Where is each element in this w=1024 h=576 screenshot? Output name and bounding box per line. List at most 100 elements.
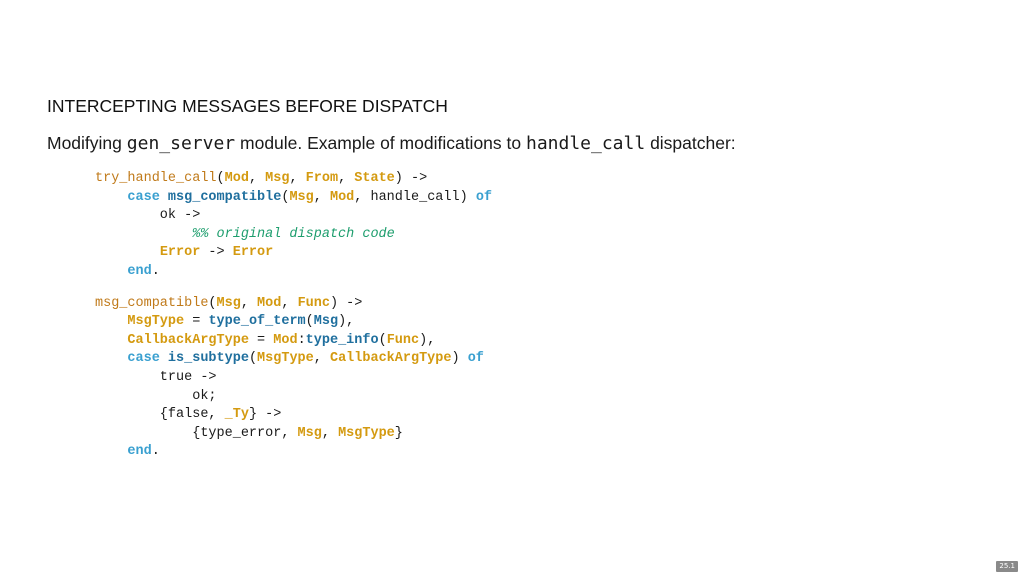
subtitle-code-handle-call: handle_call	[525, 133, 646, 154]
code-line: ok;	[95, 388, 492, 407]
code-token: ,	[313, 189, 330, 205]
code-token: (	[248, 351, 258, 367]
code-token: State	[354, 171, 395, 186]
code-token: type_info	[305, 332, 379, 348]
code-token: (	[216, 171, 225, 186]
code-token: ,	[313, 351, 330, 367]
code-token: Mod	[273, 332, 298, 348]
code-token: ,	[240, 295, 258, 311]
code-token: :	[297, 332, 306, 348]
code-token: (	[208, 295, 217, 311]
slide-subtitle: Modifying gen_server module. Example of …	[47, 133, 736, 154]
code-token: ,	[338, 171, 355, 186]
code-token: ok;	[95, 388, 217, 404]
code-token: Msg	[216, 295, 241, 311]
subtitle-text-2: module. Example of modifications to	[235, 133, 526, 153]
code-token: of	[467, 351, 484, 367]
code-token: msg_compatible	[95, 295, 209, 311]
code-token: _Ty	[224, 407, 249, 423]
code-token: ,	[281, 295, 298, 311]
code-token: ),	[338, 314, 355, 330]
code-token: } ->	[248, 407, 282, 423]
code-token: (	[378, 332, 387, 348]
code-token: ,	[248, 171, 266, 186]
code-token	[95, 227, 192, 242]
code-line: end.	[95, 263, 492, 282]
code-token	[160, 190, 168, 205]
code-line: end.	[95, 443, 492, 462]
code-token: (	[305, 314, 314, 330]
code-token: case	[127, 351, 160, 367]
code-token: ) ->	[329, 295, 363, 311]
code-token: )	[451, 351, 468, 367]
code-token: CallbackArgType	[329, 351, 452, 367]
code-token	[160, 351, 168, 366]
code-token: Mod	[224, 171, 249, 186]
code-token: MsgType	[338, 425, 395, 441]
code-token: Func	[386, 332, 420, 348]
code-line: case is_subtype(MsgType, CallbackArgType…	[95, 350, 492, 369]
code-token: CallbackArgType	[127, 332, 249, 348]
code-line: ok ->	[95, 207, 492, 226]
code-token: end	[127, 263, 152, 279]
code-line: %% original dispatch code	[95, 226, 492, 245]
subtitle-text-3: dispatcher:	[645, 133, 736, 153]
code-token: Mod	[329, 189, 355, 205]
code-token: ,	[321, 425, 339, 441]
code-token: Msg	[297, 425, 322, 441]
code-token	[95, 333, 127, 348]
code-token	[95, 444, 127, 459]
code-token	[95, 245, 160, 260]
code-token: Error	[159, 245, 201, 261]
code-token: {type_error,	[95, 425, 298, 441]
code-token: try_handle_call	[95, 171, 217, 186]
code-token	[95, 264, 127, 279]
slide-title: INTERCEPTING MESSAGES BEFORE DISPATCH	[47, 96, 448, 116]
code-token: =	[248, 332, 274, 348]
code-line: true ->	[95, 369, 492, 388]
code-line: Error -> Error	[95, 244, 492, 263]
code-token	[95, 314, 127, 329]
code-token: MsgType	[257, 351, 314, 367]
code-token: , handle_call)	[354, 189, 476, 205]
code-token: .	[151, 444, 160, 460]
code-token: MsgType	[127, 314, 185, 330]
code-token: type_of_term	[208, 314, 306, 330]
code-line: try_handle_call(Mod, Msg, From, State) -…	[95, 170, 492, 189]
code-token	[95, 351, 127, 366]
code-gap	[95, 282, 492, 295]
code-token: case	[127, 189, 160, 205]
code-token: ok ->	[95, 208, 201, 224]
code-token: of	[475, 189, 493, 205]
code-token: %% original dispatch code	[192, 226, 395, 242]
code-token: Msg	[289, 189, 314, 205]
code-token	[95, 190, 127, 205]
slide-number[interactable]: 25.1	[996, 561, 1018, 572]
code-line: {false, _Ty} ->	[95, 406, 492, 425]
code-token: ),	[419, 332, 436, 348]
code-line: CallbackArgType = Mod:type_info(Func),	[95, 332, 492, 351]
code-token: .	[151, 263, 160, 279]
code-token: Msg	[313, 314, 339, 330]
code-token: true ->	[95, 369, 217, 385]
code-line: MsgType = type_of_term(Msg),	[95, 313, 492, 332]
code-token: ) ->	[394, 171, 428, 186]
code-token: (	[281, 189, 290, 205]
code-token: is_subtype	[167, 351, 249, 367]
code-token: From	[305, 171, 339, 186]
subtitle-code-gen-server: gen_server	[126, 133, 236, 154]
code-token: Msg	[265, 171, 290, 186]
code-token: =	[184, 314, 209, 330]
code-line: {type_error, Msg, MsgType}	[95, 425, 492, 444]
code-token: Error	[232, 245, 274, 261]
code-line: case msg_compatible(Msg, Mod, handle_cal…	[95, 189, 492, 208]
code-line: msg_compatible(Msg, Mod, Func) ->	[95, 295, 492, 314]
code-token: Func	[297, 295, 330, 311]
code-token: msg_compatible	[167, 189, 282, 205]
code-token: }	[394, 425, 403, 441]
subtitle-text-1: Modifying	[47, 133, 127, 153]
code-token: ,	[289, 171, 306, 186]
code-token: ->	[200, 245, 233, 261]
code-token: {false,	[95, 407, 225, 423]
